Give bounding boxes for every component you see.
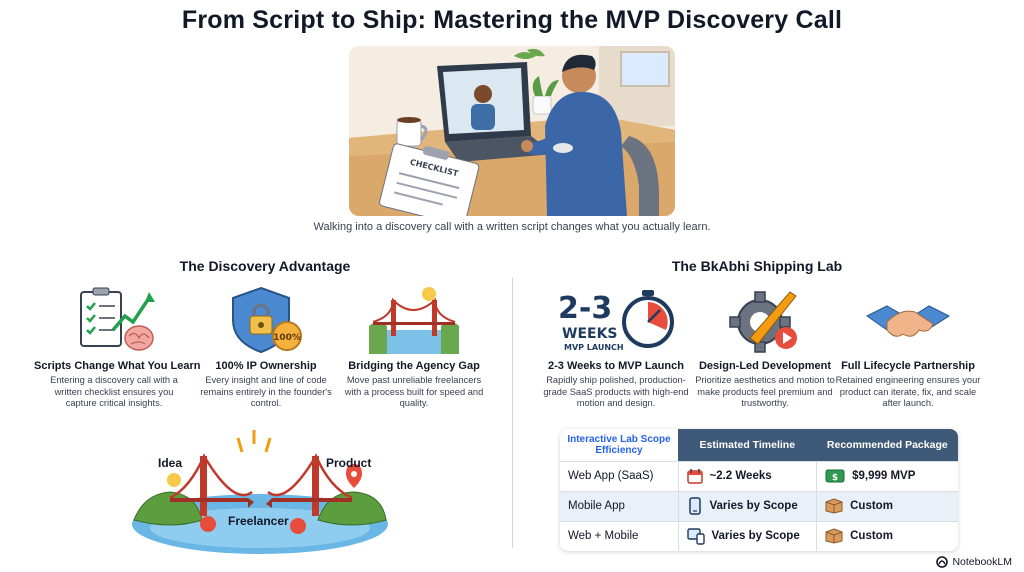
money-icon: $ xyxy=(825,469,845,483)
feature-body: Every insight and line of code remains e… xyxy=(200,375,332,408)
feature-agency-gap: Bridging the Agency Gap Move past unreli… xyxy=(334,286,494,410)
feature-mvp-launch: 2-3 WEEKS MVP LAUNCH 2-3 Weeks to MVP La… xyxy=(536,286,696,410)
svg-text:$: $ xyxy=(832,473,838,483)
feature-body: Retained engineering ensures your produc… xyxy=(835,375,981,408)
gear-brush-icon xyxy=(729,291,797,353)
package-cell: Custom xyxy=(850,530,893,543)
timeline-column-header: Estimated Timeline xyxy=(678,429,817,461)
section-title-discovery-advantage: The Discovery Advantage xyxy=(179,258,351,274)
project-type-cell: Web + Mobile xyxy=(560,520,678,551)
feature-title: Scripts Change What You Learn xyxy=(34,360,201,372)
hero-caption: Walking into a discovery call with a wri… xyxy=(313,221,711,233)
svg-text:MVP LAUNCH: MVP LAUNCH xyxy=(564,343,624,352)
table-row: Mobile App Varies by Scope xyxy=(560,490,958,521)
bridge-gap-illustration: Idea Product Freelancer xyxy=(130,428,390,558)
timeline-cell: Varies by Scope xyxy=(709,500,798,512)
feature-title: 100% IP Ownership xyxy=(215,360,317,372)
shield-lock-icon: 100% xyxy=(232,286,302,354)
feature-body: Prioritize aesthetics and motion to make… xyxy=(695,375,835,408)
stopwatch-icon: 2-3 WEEKS MVP LAUNCH xyxy=(558,290,674,352)
freelancer-label: Freelancer xyxy=(228,514,289,528)
feature-title: 2-3 Weeks to MVP Launch xyxy=(548,360,684,372)
feature-title: Bridging the Agency Gap xyxy=(348,360,480,372)
handshake-icon xyxy=(866,305,951,337)
section-title-shipping-lab: The BkAbhi Shipping Lab xyxy=(671,258,843,274)
calendar-icon xyxy=(686,469,703,484)
feature-body: Move past unreliable freelancers with a … xyxy=(344,375,484,408)
scope-efficiency-table: Interactive Lab Scope Efficiency Estimat… xyxy=(560,429,958,551)
idea-label: Idea xyxy=(158,456,183,470)
table-lead-header: Interactive Lab Scope Efficiency xyxy=(560,429,678,461)
feature-ip-ownership: 100% 100% IP Ownership Every insight and… xyxy=(186,286,346,410)
product-label: Product xyxy=(326,456,372,470)
brand-label: NotebookLM xyxy=(952,556,1012,568)
feature-title: Full Lifecycle Partnership xyxy=(841,360,975,372)
phone-icon xyxy=(688,497,701,515)
feature-body: Entering a discovery call with a written… xyxy=(50,375,178,408)
box-icon xyxy=(825,498,843,514)
svg-text:100%: 100% xyxy=(273,333,301,343)
project-type-cell: Mobile App xyxy=(560,490,678,521)
brand-watermark: NotebookLM xyxy=(936,556,1012,568)
hero-illustration: CHECKLIST xyxy=(349,46,675,216)
package-cell: Custom xyxy=(850,500,893,512)
page-title: From Script to Ship: Mastering the MVP D… xyxy=(181,6,843,34)
feature-lifecycle: Full Lifecycle Partnership Retained engi… xyxy=(828,286,988,410)
package-cell: $9,999 MVP xyxy=(852,470,916,482)
timeline-cell: ~2.2 Weeks xyxy=(709,470,772,482)
project-type-cell: Web App (SaaS) xyxy=(560,460,678,491)
notebooklm-logo-icon xyxy=(936,556,949,568)
bridge-icon xyxy=(369,287,459,354)
table-header-row: Interactive Lab Scope Efficiency Estimat… xyxy=(560,429,958,461)
feature-design-led: Design-Led Development Prioritize aesthe… xyxy=(685,286,845,410)
feature-body: Rapidly ship polished, production-grade … xyxy=(543,375,689,408)
svg-text:2-3: 2-3 xyxy=(558,291,612,326)
checklist-brain-icon xyxy=(80,287,155,351)
feature-title: Design-Led Development xyxy=(698,360,832,372)
feature-scripts: Scripts Change What You Learn Entering a… xyxy=(34,286,201,410)
devices-icon xyxy=(686,528,705,545)
table-row: Web + Mobile Varies by Scope xyxy=(560,520,958,551)
section-divider xyxy=(512,278,513,548)
svg-text:WEEKS: WEEKS xyxy=(562,326,618,342)
package-column-header: Recommended Package xyxy=(816,429,958,461)
box-icon xyxy=(825,528,843,544)
table-row: Web App (SaaS) ~2.2 Weeks xyxy=(560,460,958,491)
timeline-cell: Varies by Scope xyxy=(711,530,800,543)
